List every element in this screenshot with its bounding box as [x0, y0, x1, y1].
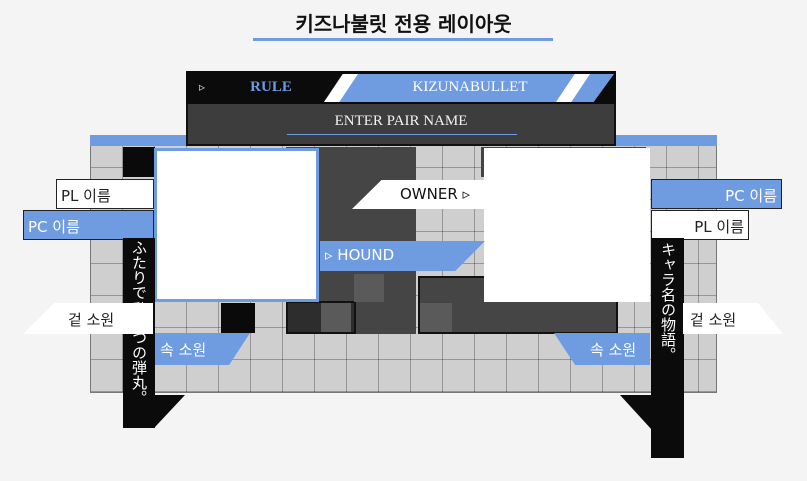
right-vertical-text: キャラ名の物語。: [659, 242, 677, 362]
black-tile: [123, 147, 155, 177]
rule-label: RULE: [250, 79, 292, 95]
hound-tag-bg: [320, 241, 485, 271]
left-pl-name: PL 이름: [61, 187, 111, 205]
right-pl-name-label: PL 이름: [651, 210, 749, 240]
left-corner-triangle: [155, 395, 185, 427]
left-outer-wish: 겉 소원: [68, 311, 115, 329]
left-pl-name-label: PL 이름: [56, 179, 154, 209]
pair-name: ENTER PAIR NAME: [334, 113, 468, 129]
right-corner-triangle: [620, 395, 652, 430]
right-vertical-banner: [651, 238, 684, 458]
left-portrait-frame: [154, 148, 319, 302]
left-vertical-text: ふたりでひとつの弾丸。: [123, 240, 155, 428]
mid-tile: [321, 303, 351, 332]
title-underline: [253, 38, 553, 41]
black-tile: [221, 303, 255, 333]
right-pc-name: PC 이름: [725, 187, 777, 205]
pair-name-underline: [287, 134, 517, 135]
right-outer-wish: 겉 소원: [690, 311, 737, 329]
arrow-icon: ▹: [199, 80, 206, 94]
mid-tile: [420, 303, 452, 332]
right-inner-wish: 속 소원: [590, 341, 637, 359]
right-pc-name-label: PC 이름: [651, 179, 782, 209]
left-pc-name: PC 이름: [28, 218, 80, 236]
left-inner-wish: 속 소원: [160, 341, 207, 359]
owner-label: OWNER ▹: [400, 185, 471, 203]
right-pl-name: PL 이름: [694, 218, 744, 236]
right-portrait-frame: [484, 148, 650, 302]
hound-label: ▹ HOUND: [325, 246, 395, 264]
left-pc-name-label: PC 이름: [23, 210, 154, 240]
system-label: KIZUNABULLET: [412, 79, 528, 95]
page-title: 키즈나불릿 전용 레이아웃: [295, 12, 512, 36]
mid-tile: [354, 274, 384, 302]
